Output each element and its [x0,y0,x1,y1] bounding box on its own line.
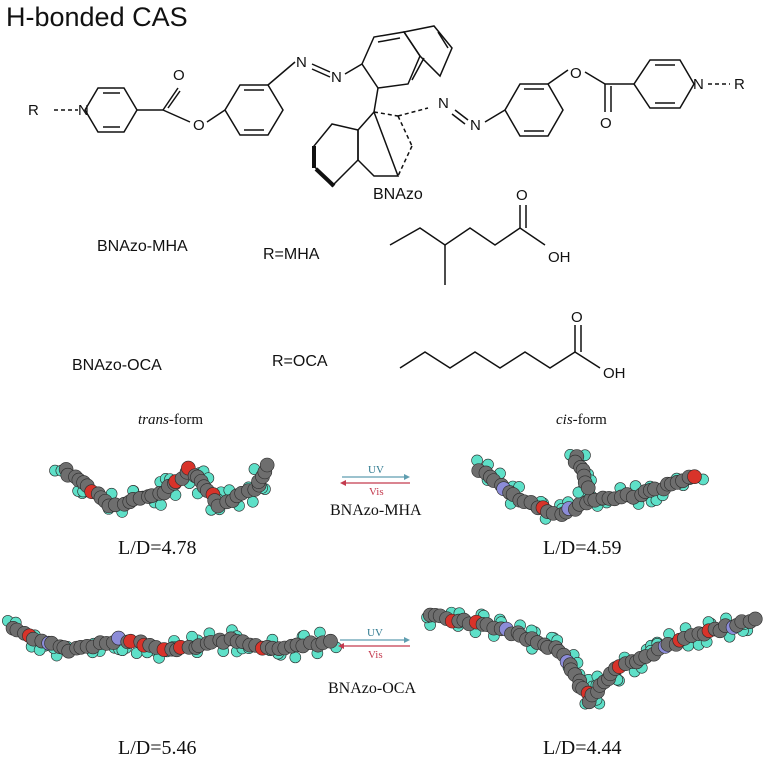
left-carbonyl-o: O [173,67,185,84]
model-compound-oca: BNAzo-OCA [328,680,416,697]
cis-ld-mha: L/D=4.59 [543,537,622,559]
compound-name-oca: BNAzo-OCA [72,357,162,374]
right-r-label: R [734,76,745,93]
mha-structure [389,205,546,285]
azo-n-1: N [296,54,307,71]
cis-form-label: cis-form [556,412,607,428]
core-label: BNAzo [373,186,423,203]
trans-ld-mha: L/D=4.78 [118,537,197,559]
left-phenyl-ring [224,84,284,136]
compound-name-mha: BNAzo-MHA [97,238,188,255]
vis-label-2: Vis [368,649,383,661]
azo-n-4: N [470,117,481,134]
oca-carbonyl-o: O [571,309,583,326]
uv-label-1: UV [368,464,384,476]
vis-label-1: Vis [369,486,384,498]
right-phenyl-ring [504,83,564,137]
right-ester-o: O [570,65,582,82]
mha-oh: OH [548,249,571,266]
cis-ld-oca: L/D=4.44 [543,737,622,759]
oca-oh: OH [603,365,626,382]
model-compound-mha: BNAzo-MHA [330,502,422,519]
uv-label-2: UV [367,627,383,639]
left-ester-o: O [193,117,205,134]
left-r-label: R [28,102,39,119]
right-carbonyl-o: O [600,115,612,132]
r-definition-mha: R=MHA [263,246,320,263]
switch-arrows-oca [338,637,410,649]
lower-naphthalene [312,110,413,188]
bnazo-structure: R N O O N N N N [28,25,745,382]
trans-ld-oca: L/D=5.46 [118,737,197,759]
switch-arrows-mha [340,474,410,486]
left-n-label: N [78,102,89,119]
oca-structure [399,325,601,369]
right-n-label: N [693,76,704,93]
r-definition-oca: R=OCA [272,353,328,370]
azo-n-3: N [438,95,449,112]
figure-title: H-bonded CAS [6,2,188,32]
azo-n-2: N [331,69,342,86]
right-pyridine-ring [633,59,695,109]
trans-form-label: trans-form [138,412,203,428]
mha-carbonyl-o: O [516,187,528,204]
